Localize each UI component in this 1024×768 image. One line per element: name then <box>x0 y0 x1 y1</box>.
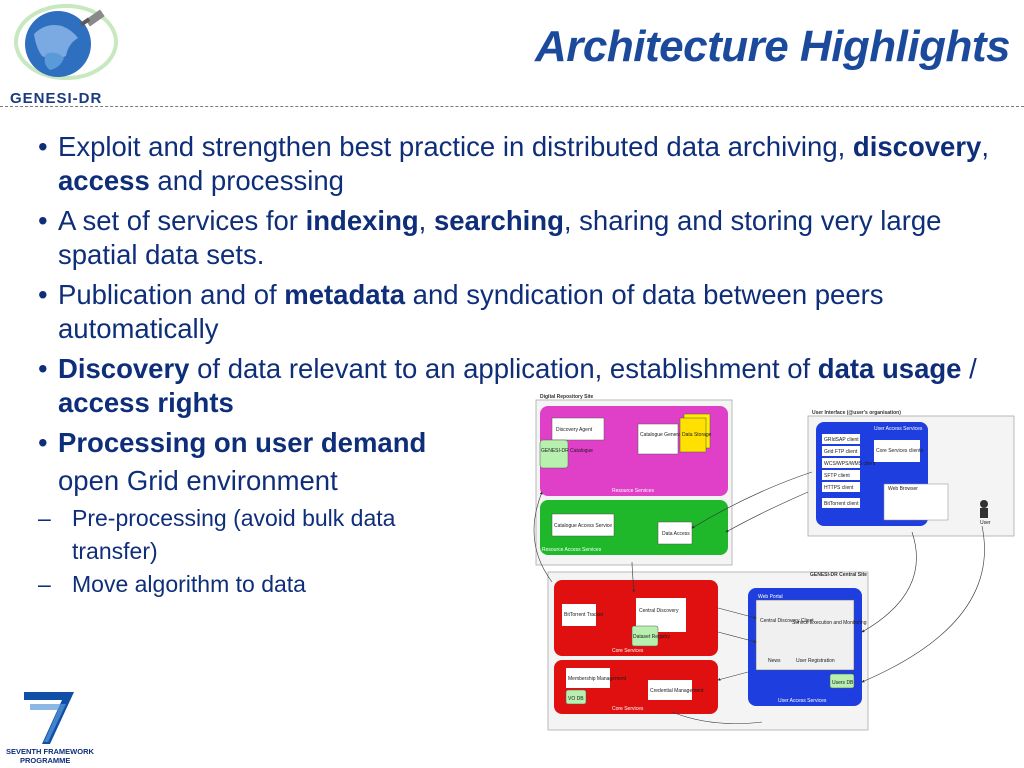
dataset-registry-label: Dataset Registry <box>633 634 670 640</box>
architecture-diagram: Digital Repository Site Discovery Agent … <box>533 394 1015 731</box>
resource-services-label: Resource Services <box>612 488 654 494</box>
bullet-1-part-1: Exploit and strengthen best practice in … <box>58 131 853 162</box>
resource-access-label: Resource Access Services <box>542 547 602 553</box>
header-divider <box>0 106 1024 107</box>
data-storage-label: Data Storage <box>682 432 712 438</box>
vo-db-label: VO DB <box>568 696 584 702</box>
genesi-dr-logo: GENESI-DR <box>10 4 118 107</box>
sub-bullet-1-line-2: transfer) <box>72 538 158 564</box>
sub-bullet-1: Pre-processing (avoid bulk data <box>38 502 1013 535</box>
bullet-3-part-3: and syndication of data between peers au… <box>58 279 884 344</box>
bullet-4-bold-data-usage: data usage <box>817 353 962 384</box>
sub-bullet-2-text: Move algorithm to data <box>72 571 306 597</box>
gridftp-client-label: Grid FTP client <box>824 449 858 455</box>
service-execution-label: Service Execution and Monitoring <box>792 620 867 626</box>
users-db-label: Users DB <box>832 680 854 686</box>
bullet-item-4: Discovery of data relevant to an applica… <box>38 352 1013 420</box>
bullet-1-bold-discovery: discovery <box>852 131 982 162</box>
seventh-framework-logo: SEVENTH FRAMEWORK PROGRAMME <box>6 692 95 765</box>
bullet-4-bold-discovery: Discovery <box>58 353 190 384</box>
central-discovery-label: Central Discovery <box>639 608 679 614</box>
logo-text: GENESI-DR <box>10 90 102 107</box>
core-services-label-1: Core Services <box>612 648 644 654</box>
bullet-2-part-1: A set of services for <box>58 205 306 236</box>
bullet-5-continuation: open Grid environment <box>58 465 338 496</box>
bullet-item-5: Processing on user demand <box>38 426 1013 460</box>
core-services-label-2: Core Services <box>612 706 644 712</box>
discovery-agent-label: Discovery Agent <box>556 427 593 433</box>
genesi-catalogue-label: GENESI-DR Catalogue <box>541 448 593 454</box>
user-access-top-label: User Access Services <box>874 426 923 432</box>
bullet-2-part-3: , <box>418 205 434 236</box>
catalogue-access-label: Catalogue Access Service <box>554 523 612 529</box>
sub-bullet-list: Pre-processing (avoid bulk data transfer… <box>38 502 1013 601</box>
bullet-item-3: Publication and of metadata and syndicat… <box>38 278 1013 346</box>
fp7-line-1: SEVENTH FRAMEWORK <box>6 747 95 756</box>
gridsap-client-label: GRIdSAP client <box>824 437 859 443</box>
bullet-list: Exploit and strengthen best practice in … <box>38 130 1013 601</box>
core-services-client-label: Core Services clients <box>876 448 923 454</box>
data-access-label: Data Access <box>662 531 690 537</box>
bullet-1-part-3: , <box>981 131 989 162</box>
sub-bullet-1-line-1: Pre-processing (avoid bulk data <box>72 505 396 531</box>
https-client-label: HTTPS client <box>824 485 854 491</box>
news-label: News <box>768 658 781 664</box>
sftp-client-label: SFTP client <box>824 473 850 479</box>
bullet-4-part-4: / <box>961 353 977 384</box>
bittorrent-tracker-label: BitTorrent Tracker <box>564 612 604 618</box>
diagram-central-title: GENESI-DR Central Site <box>810 572 867 578</box>
sub-bullet-2: Move algorithm to data <box>38 568 1013 601</box>
bittorrent-client-label: BitTorrent client <box>824 501 859 507</box>
page-title: Architecture Highlights <box>535 22 1011 71</box>
web-portal-label: Web Portal <box>758 594 783 600</box>
bullet-2-bold-searching: searching <box>433 205 564 236</box>
bullet-2-bold-indexing: indexing <box>305 205 419 236</box>
bullet-5-bold-processing: Processing on user demand <box>58 427 427 458</box>
bullet-4-part-2: of data relevant to an application, esta… <box>189 353 818 384</box>
bullet-item-2: A set of services for indexing, searchin… <box>38 204 1013 272</box>
bullet-2-part-5: , sharing and storing very large spatial… <box>58 205 942 270</box>
membership-management-label: Membership Management <box>568 676 627 682</box>
credential-management-label: Credential Management <box>650 688 704 694</box>
user-label: User <box>980 520 991 526</box>
diagram-repo-title: Digital Repository Site <box>540 394 594 400</box>
bullet-1-part-5: and processing <box>149 165 344 196</box>
fp7-line-2: PROGRAMME <box>20 756 70 765</box>
bullet-4-bold-access-rights: access rights <box>58 387 234 418</box>
bullet-3-part-1: Publication and of <box>58 279 285 310</box>
diagram-ui-title: User Interface (@user's organisation) <box>812 410 901 416</box>
catalogue-generator-label: Catalogue Generator <box>640 432 687 438</box>
web-browser-label: Web Browser <box>888 486 918 492</box>
user-registration-label: User Registration <box>796 658 835 664</box>
user-access-bottom-label: User Access Services <box>778 698 827 704</box>
central-discovery-client-label: Central Discovery Client <box>760 618 814 624</box>
bullet-item-1: Exploit and strengthen best practice in … <box>38 130 1013 198</box>
bullet-3-bold-metadata: metadata <box>284 279 406 310</box>
wcs-client-label: WCS/WPS/WMS client <box>824 461 876 467</box>
bullet-1-bold-access: access <box>58 165 150 196</box>
